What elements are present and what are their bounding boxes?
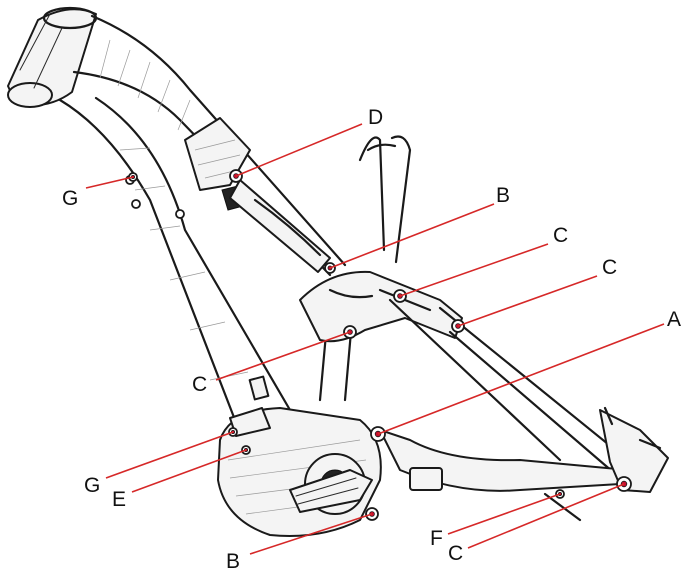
seat-tube	[318, 135, 412, 402]
leader-G-upper	[85, 176, 134, 189]
leader-C-lower	[467, 483, 625, 549]
label-B-upper: B	[496, 184, 510, 207]
frame-drawing	[7, 6, 669, 537]
leader-B-lower	[249, 513, 373, 555]
label-C-lower: C	[448, 542, 463, 565]
label-C-upper-2: C	[602, 256, 617, 279]
rear-dropout	[599, 406, 669, 493]
label-D: D	[368, 106, 383, 129]
label-E: E	[112, 488, 126, 511]
leader-D	[235, 123, 363, 177]
label-C-upper-1: C	[553, 224, 568, 247]
leader-lines	[85, 123, 665, 555]
label-B-lower: B	[226, 550, 240, 573]
label-G-upper: G	[62, 187, 78, 210]
leader-G-lower	[105, 431, 234, 479]
motor-housing	[217, 407, 382, 537]
leader-E	[131, 449, 247, 493]
label-C-left: C	[192, 373, 207, 396]
leader-F	[447, 493, 561, 535]
chain-stays	[379, 429, 629, 522]
label-G-lower: G	[84, 474, 100, 497]
pivot-points	[128, 169, 632, 521]
leader-A	[377, 323, 665, 435]
top-tube	[72, 14, 347, 277]
pivot-C-upper-2	[451, 319, 465, 333]
callout-labels: D G B C C A C G E B F C	[62, 106, 681, 573]
down-tube	[58, 96, 292, 422]
shock-mount	[184, 117, 331, 273]
leader-C-upper-1	[399, 243, 549, 297]
label-A: A	[667, 308, 681, 331]
leader-C-left	[215, 331, 351, 381]
leader-B-upper	[329, 203, 495, 269]
label-F: F	[430, 527, 443, 550]
head-tube	[7, 6, 98, 108]
leader-C-upper-2	[457, 275, 598, 327]
